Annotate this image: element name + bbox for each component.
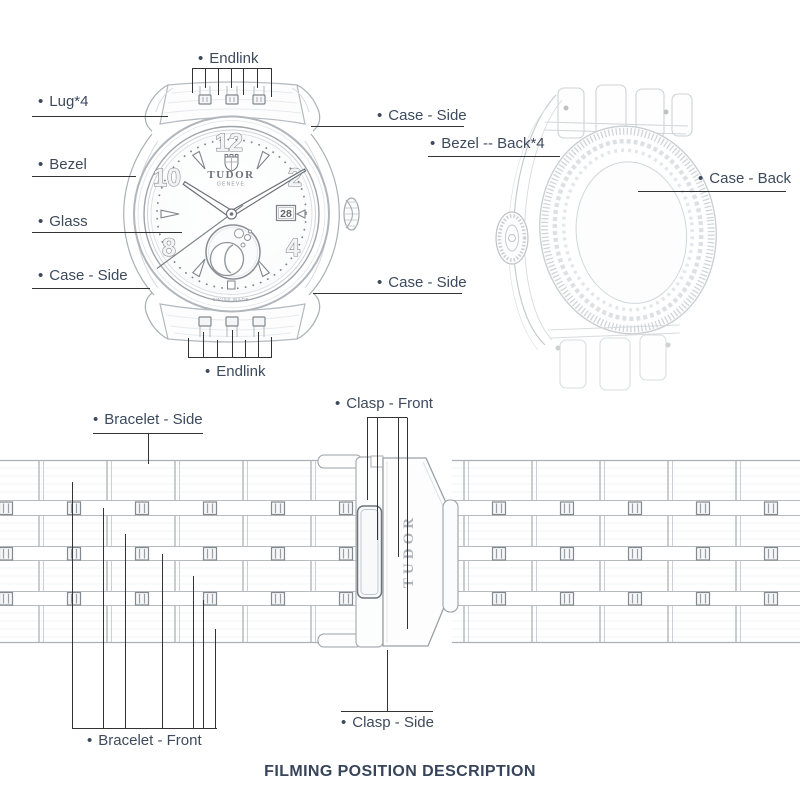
case-back-sketch [539, 125, 717, 335]
leader-clasp-side [341, 650, 433, 712]
bracelet-sketch [0, 459, 800, 644]
bullet-icon: • [198, 50, 204, 67]
bullet-icon: • [38, 213, 44, 230]
label-clasp-side: • Clasp - Side [341, 714, 434, 731]
numeral-8: 8 [162, 234, 176, 262]
bullet-icon: • [87, 732, 93, 749]
label-text: Endlink [216, 363, 266, 380]
bullet-icon: • [38, 93, 44, 110]
endlink-top-sketch [144, 81, 321, 132]
leader-lines [32, 68, 786, 729]
label-text: Case - Side [388, 107, 467, 124]
label-glass: • Glass [38, 213, 88, 230]
label-case-side-left: • Case - Side [38, 267, 128, 284]
swiss-made-text: SWISS MADE [213, 297, 250, 302]
clasp-sketch: TUDOR [317, 454, 459, 648]
date-window: 28 [275, 204, 297, 222]
bullet-icon: • [377, 107, 383, 124]
tudor-shield-logo [224, 154, 239, 172]
leader-clasp-front [367, 417, 408, 629]
label-text: Case - Side [388, 274, 467, 291]
date-value: 28 [280, 208, 292, 220]
label-text: Clasp - Front [346, 395, 433, 412]
bullet-icon: • [38, 156, 44, 173]
watch-back-sketch [495, 84, 717, 391]
label-bezel: • Bezel [38, 156, 87, 173]
bezel-back-fluting [541, 127, 715, 333]
crown-icon [343, 197, 360, 231]
case-front-inner-line [137, 120, 326, 308]
minute-track-dots [156, 138, 307, 290]
leader-endlink-top [192, 68, 272, 97]
numeral-10: 10 [153, 164, 181, 192]
bullet-icon: • [430, 135, 436, 152]
label-case-side-right-bottom: • Case - Side [377, 274, 467, 291]
label-lug: • Lug*4 [38, 93, 88, 110]
bracelet-right [452, 460, 800, 643]
page-title: FILMING POSITION DESCRIPTION [264, 763, 536, 780]
label-text: Bracelet - Side [104, 411, 203, 428]
label-text: Bracelet - Front [98, 732, 202, 749]
bullet-icon: • [377, 274, 383, 291]
label-text: Clasp - Side [352, 714, 434, 731]
bracelet-left [0, 460, 356, 643]
label-endlink-top: • Endlink [198, 50, 258, 67]
bullet-icon: • [38, 267, 44, 284]
caseback-engraving-ring [552, 138, 704, 322]
bezel-sketch [143, 125, 320, 303]
hour-markers [160, 150, 306, 278]
crown-back-icon [495, 211, 529, 265]
numeral-12: 12 [215, 129, 243, 157]
leader-bracelet-side [93, 433, 203, 464]
label-case-side-right-top: • Case - Side [377, 107, 467, 124]
label-endlink-bottom: • Endlink [205, 363, 265, 380]
label-text: Case - Side [49, 267, 128, 284]
dial-numerals: 12 10 2 8 4 [153, 128, 303, 262]
clasp-brand-text: TUDOR [401, 514, 417, 588]
bullet-icon: • [335, 395, 341, 412]
label-clasp-front: • Clasp - Front [335, 395, 433, 412]
label-bracelet-front: • Bracelet - Front [87, 732, 202, 749]
bullet-icon: • [698, 170, 704, 187]
label-bracelet-side: • Bracelet - Side [93, 411, 203, 428]
label-text: Glass [49, 213, 88, 230]
clasp-right-link [442, 499, 459, 613]
back-bracelet-bottom [547, 324, 681, 391]
label-text: Lug*4 [49, 93, 89, 110]
endlink-bottom-sketch [144, 292, 321, 343]
leader-bracelet-front [72, 482, 217, 729]
label-text: Case - Back [709, 170, 791, 187]
dial-brand-sub-text: GENEVE [217, 182, 245, 188]
six-oclock-marker [227, 280, 236, 290]
bullet-icon: • [341, 714, 347, 731]
leader-endlink-bottom [188, 330, 272, 358]
label-text: Bezel [49, 156, 87, 173]
back-bracelet-top [544, 84, 693, 139]
label-text: Endlink [209, 50, 259, 67]
label-text: Bezel -- Back*4 [441, 135, 545, 152]
numeral-4: 4 [286, 234, 300, 262]
watch-hands [156, 168, 307, 269]
bullet-icon: • [205, 363, 211, 380]
clasp-inner-plate [356, 505, 383, 599]
dial-brand-text: TUDOR [207, 169, 254, 181]
label-case-back: • Case - Back [698, 170, 791, 187]
bullet-icon: • [93, 411, 99, 428]
label-bezel-back: • Bezel -- Back*4 [430, 135, 545, 152]
moonphase-aperture [205, 224, 261, 280]
watch-front-sketch: 12 10 2 8 4 TUDOR GENEVE 28 [123, 81, 360, 343]
